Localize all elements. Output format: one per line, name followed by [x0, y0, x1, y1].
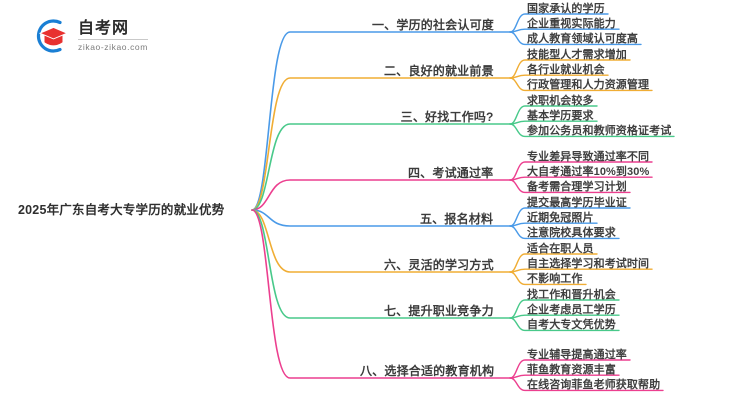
- leaf-label-5-1[interactable]: 提交最高学历毕业证: [527, 197, 627, 209]
- leaf-label-1-1[interactable]: 国家承认的学历: [527, 3, 605, 15]
- leaf-label-3-2[interactable]: 基本学历要求: [527, 110, 594, 123]
- branch-label-7[interactable]: 七、提升职业竞争力: [383, 304, 494, 318]
- branch-label-4[interactable]: 四、考试通过率: [407, 166, 494, 180]
- leaf-label-7-2[interactable]: 企业考虑员工学历: [527, 304, 616, 317]
- leaf-label-5-3[interactable]: 注意院校具体要求: [527, 227, 616, 240]
- branch-label-5[interactable]: 五、报名材料: [419, 212, 494, 226]
- leaf-label-4-1[interactable]: 专业差异导致通过率不同: [527, 151, 650, 163]
- branch-label-3[interactable]: 三、好找工作吗?: [400, 110, 494, 124]
- leaf-label-8-1[interactable]: 专业辅导提高通过率: [527, 349, 627, 361]
- logo-text-block: 自考网 zikao-zikao.com: [78, 20, 148, 53]
- leaf-label-4-2[interactable]: 大自考通过率10%到30%: [527, 166, 650, 179]
- leaf-label-3-3[interactable]: 参加公务员和教师资格证考试: [527, 125, 672, 138]
- leaf-label-7-1[interactable]: 找工作和晋升机会: [527, 289, 616, 301]
- leaf-label-7-3[interactable]: 自考大专文凭优势: [527, 319, 616, 332]
- root-node-label[interactable]: 2025年广东自考大专学历的就业优势: [18, 203, 225, 217]
- branch-trunk-2: [251, 77, 511, 211]
- leaf-label-2-3[interactable]: 行政管理和人力资源管理: [527, 79, 650, 92]
- leaf-label-2-1[interactable]: 技能型人才需求增加: [527, 49, 627, 61]
- leaf-label-8-3[interactable]: 在线咨询菲鱼老师获取帮助: [527, 379, 661, 392]
- site-logo[interactable]: 自考网 zikao-zikao.com: [30, 14, 210, 58]
- leaf-label-5-2[interactable]: 近期免冠照片: [527, 212, 594, 225]
- leaf-label-6-3[interactable]: 不影响工作: [527, 273, 583, 286]
- logo-subtitle: zikao-zikao.com: [78, 41, 148, 52]
- branch-trunk-4: [251, 179, 511, 211]
- leaf-label-8-2[interactable]: 菲鱼教育资源丰富: [527, 364, 616, 377]
- leaf-label-3-1[interactable]: 求职机会较多: [527, 95, 594, 107]
- leaf-label-1-2[interactable]: 企业重视实际能力: [527, 18, 616, 31]
- branch-label-2[interactable]: 二、良好的就业前景: [383, 64, 494, 78]
- leaf-label-6-2[interactable]: 自主选择学习和考试时间: [527, 258, 650, 271]
- logo-title: 自考网: [78, 20, 148, 40]
- branch-label-8[interactable]: 八、选择合适的教育机构: [359, 364, 495, 378]
- leaf-label-4-3[interactable]: 备考需合理学习计划: [527, 181, 627, 194]
- branch-label-1[interactable]: 一、学历的社会认可度: [371, 18, 494, 32]
- leaf-label-1-3[interactable]: 成人教育领域认可度高: [527, 33, 638, 46]
- branch-trunk-8: [251, 209, 511, 379]
- leaf-label-2-2[interactable]: 各行业就业机会: [527, 64, 605, 77]
- leaf-label-6-1[interactable]: 适合在职人员: [527, 243, 594, 255]
- branch-label-6[interactable]: 六、灵活的学习方式: [383, 258, 494, 272]
- graduation-cap-logo-icon: [30, 15, 72, 57]
